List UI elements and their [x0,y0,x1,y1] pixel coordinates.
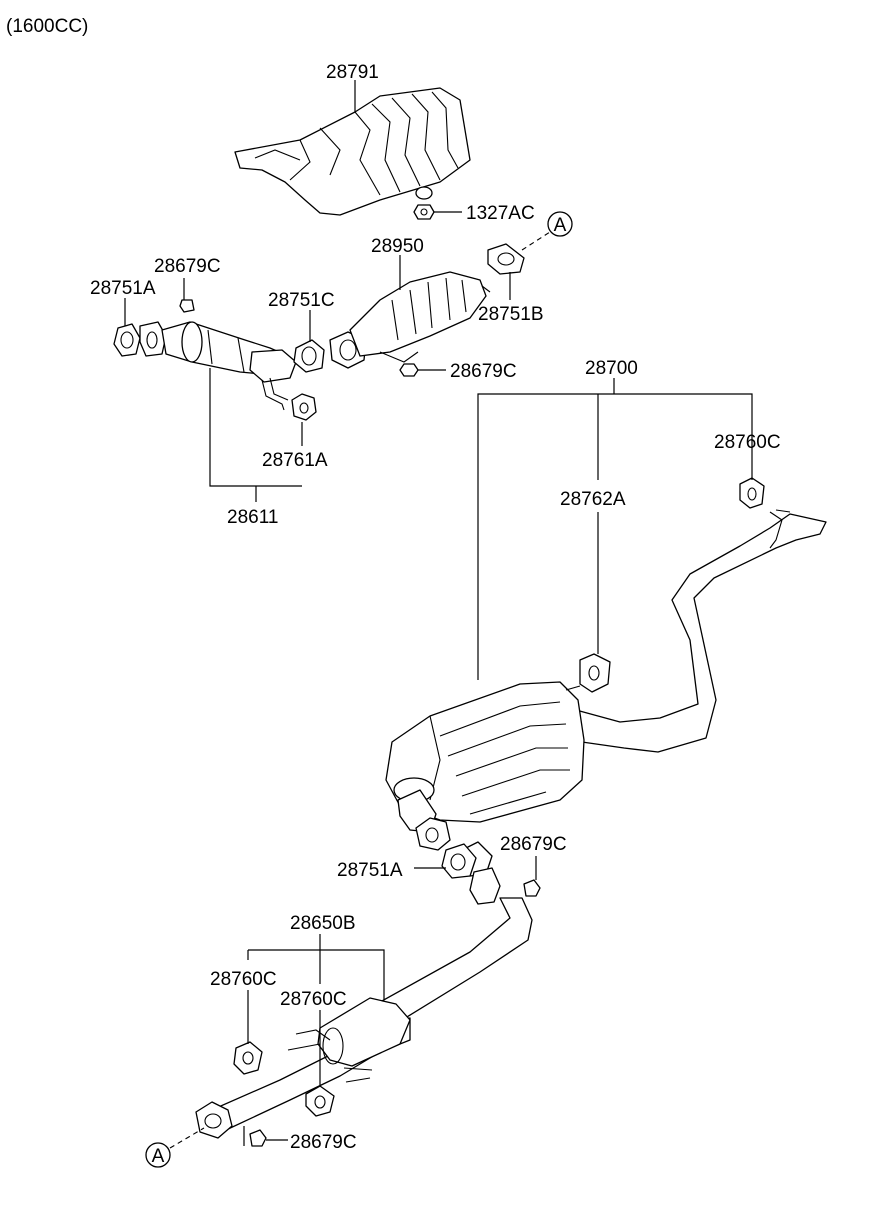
label-heat-protector: 28791 [326,62,379,83]
front-pipe [139,321,297,411]
label-nut-front-pipe: 28679C [154,256,221,277]
center-pipe-flange [195,1101,233,1139]
engine-label: (1600CC) [6,16,88,37]
ref-mark-bottom: A [145,1142,171,1168]
ref-mark-top-label: A [554,215,567,236]
cat-rear-gasket [487,243,525,275]
center-brackets [287,1029,373,1083]
label-gasket-muffler: 28751A [337,860,403,881]
front-pipe-hanger [291,393,317,421]
label-hanger-center-2: 28760C [280,989,347,1010]
label-gasket-cat-front: 28751C [268,290,335,311]
muffler-tail-pipe [575,509,827,753]
label-gasket-front-pipe: 28751A [90,278,156,299]
muffler-gasket [415,817,451,851]
heat-protector [234,87,471,216]
cat-nut [399,363,419,377]
label-muffler-assy: 28700 [585,358,638,379]
label-gasket-cat-rear: 28751B [478,304,544,325]
tail-hanger [739,477,765,509]
label-hanger-tail: 28760C [714,432,781,453]
heat-protector-nut [413,204,435,220]
front-pipe-gasket [113,323,141,357]
ref-mark-bottom-label: A [152,1146,165,1167]
center-gasket [441,843,477,879]
cat-front-gasket [293,339,325,373]
label-nut-center: 28679C [290,1132,357,1153]
center-hanger-1 [233,1041,263,1075]
label-center-pipe-assy: 28650B [290,913,356,934]
label-hanger-front-pipe: 28761A [262,450,328,471]
label-nut-cat: 28679C [450,361,517,382]
catalytic-converter [329,271,491,369]
center-nut [249,1129,267,1147]
ref-mark-top: A [547,211,573,237]
front-pipe-nut [179,299,195,313]
label-hanger-muffler: 28762A [560,489,626,510]
center-hanger-2 [305,1085,335,1117]
label-front-pipe-assy: 28611 [227,507,278,528]
muffler-nut [523,879,541,897]
label-heat-protector-nut: 1327AC [466,203,535,224]
muffler-body [385,681,585,833]
muffler-hanger [565,653,611,693]
label-catalytic-converter: 28950 [371,236,424,257]
leader-lines [124,80,753,1149]
label-nut-muffler: 28679C [500,834,567,855]
label-hanger-center-1: 28760C [210,969,277,990]
